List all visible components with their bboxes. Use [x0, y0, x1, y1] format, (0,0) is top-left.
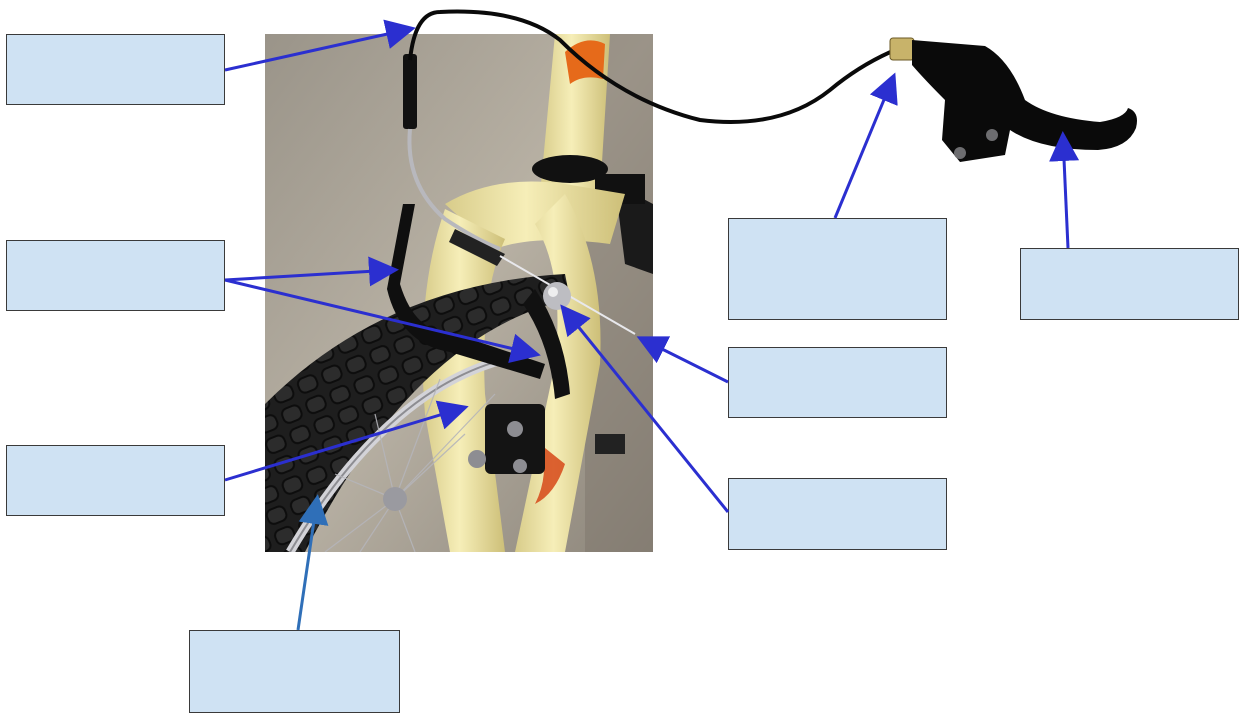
- label-box-brake-pad[interactable]: [6, 445, 225, 516]
- arrow-adjuster: [833, 72, 898, 219]
- label-box-pivot[interactable]: [728, 478, 947, 550]
- label-box-brake-arms[interactable]: [6, 240, 225, 311]
- bicycle-brake-photo: [265, 34, 653, 552]
- label-box-cable[interactable]: [6, 34, 225, 105]
- label-box-inner-wire[interactable]: [728, 347, 947, 418]
- arrow-cable: [224, 19, 416, 72]
- arrow-brake-arm-upper: [224, 256, 399, 287]
- label-box-adjuster[interactable]: [728, 218, 947, 320]
- bicycle-front-brake-photo: [265, 34, 653, 552]
- arrow-brake-pad: [224, 400, 469, 482]
- label-box-lever[interactable]: [1020, 248, 1239, 320]
- brake-cable: [408, 9, 896, 124]
- arrow-rim: [296, 494, 329, 631]
- arrow-brake-arm-lower: [224, 278, 541, 364]
- arrow-pivot: [560, 304, 730, 513]
- brake-lever-icon: [889, 37, 1137, 162]
- arrow-inner-wire: [636, 336, 729, 384]
- arrow-lever: [1049, 131, 1080, 249]
